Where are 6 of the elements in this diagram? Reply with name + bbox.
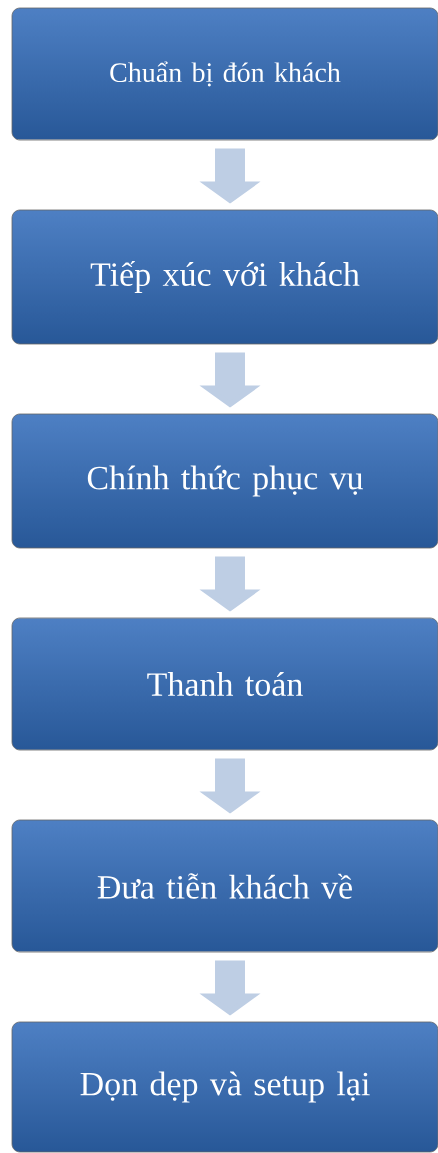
process-box: Chuẩn bị đón khách (11, 7, 438, 141)
process-box: Thanh toán (11, 617, 438, 751)
process-box: Dọn dẹp và setup lại (11, 1021, 438, 1153)
process-box: Chính thức phục vụ (11, 413, 438, 549)
process-box: Tiếp xúc với khách (11, 209, 438, 345)
process-box: Đưa tiễn khách về (11, 819, 438, 953)
